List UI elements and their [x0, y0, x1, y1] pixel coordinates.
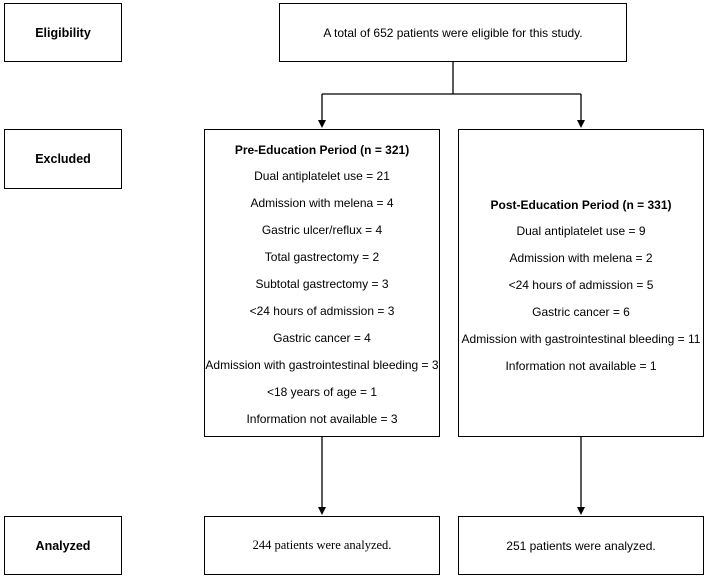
pre-education-item: <18 years of age = 1 — [266, 385, 378, 399]
eligible-text: A total of 652 patients were eligible fo… — [323, 25, 583, 40]
post-education-item: Admission with melena = 2 — [509, 251, 653, 265]
post-education-item: Information not available = 1 — [505, 359, 657, 373]
post-education-box: Post-Education Period (n = 331) Dual ant… — [458, 129, 704, 437]
post-education-item: <24 hours of admission = 5 — [508, 278, 654, 292]
pre-education-item: Dual antiplatelet use = 21 — [254, 169, 390, 183]
eligible-box: A total of 652 patients were eligible fo… — [279, 3, 627, 62]
stage-analyzed-box: Analyzed — [4, 516, 122, 575]
pre-education-analyzed-box: 244 patients were analyzed. — [204, 516, 440, 575]
stage-eligibility-label: Eligibility — [35, 25, 91, 40]
post-education-item: Gastric cancer = 6 — [532, 305, 630, 319]
pre-education-item: <24 hours of admission = 3 — [249, 304, 395, 318]
post-education-item: Admission with gastrointestinal bleeding… — [461, 332, 701, 346]
pre-education-item: Gastric cancer = 4 — [273, 331, 371, 345]
pre-education-title: Pre-Education Period (n = 321) — [234, 143, 410, 157]
post-education-item: Dual antiplatelet use = 9 — [516, 224, 646, 238]
pre-education-item: Information not available = 3 — [246, 412, 398, 426]
pre-education-item: Gastric ulcer/reflux = 4 — [261, 223, 383, 237]
stage-eligibility-box: Eligibility — [4, 3, 122, 62]
stage-excluded-label: Excluded — [35, 152, 91, 166]
pre-education-item: Admission with gastrointestinal bleeding… — [205, 358, 439, 372]
stage-excluded-box: Excluded — [4, 129, 122, 189]
stage-analyzed-label: Analyzed — [35, 538, 91, 553]
post-education-analyzed-box: 251 patients were analyzed. — [458, 516, 704, 575]
post-education-analyzed-text: 251 patients were analyzed. — [506, 538, 656, 553]
pre-education-item: Admission with melena = 4 — [250, 196, 394, 210]
pre-education-box: Pre-Education Period (n = 321) Dual anti… — [204, 129, 440, 437]
pre-education-analyzed-text: 244 patients were analyzed. — [252, 538, 392, 552]
pre-education-item: Total gastrectomy = 2 — [264, 250, 380, 264]
pre-education-item: Subtotal gastrectomy = 3 — [255, 277, 389, 291]
post-education-title: Post-Education Period (n = 331) — [490, 198, 672, 212]
